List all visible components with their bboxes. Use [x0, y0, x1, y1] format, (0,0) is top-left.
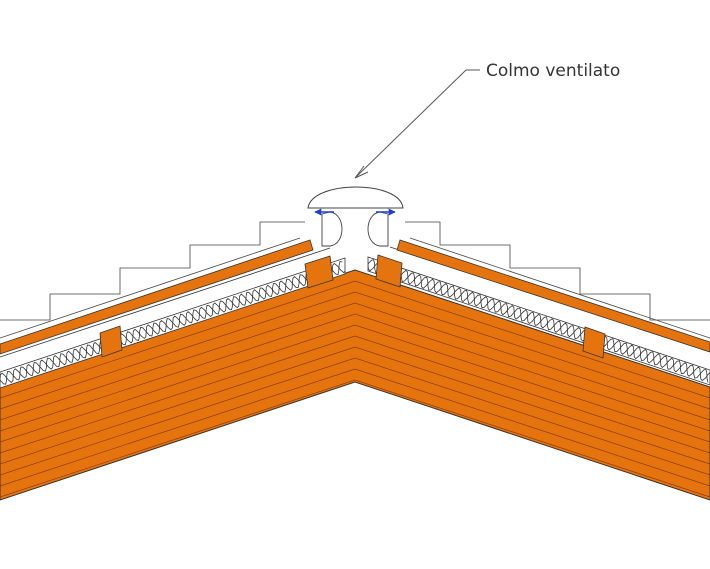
plank-line — [0, 335, 710, 454]
callout-label: Colmo ventilato — [486, 61, 620, 81]
plank-line — [0, 313, 710, 432]
callout-leader — [354, 69, 480, 179]
roof-tiles — [0, 221, 710, 339]
ridge-cap — [307, 186, 404, 247]
structural-deck — [0, 269, 710, 501]
plank-line — [0, 302, 710, 421]
counter-battens — [0, 239, 710, 355]
plank-line — [0, 280, 710, 399]
battens — [99, 254, 606, 359]
insulation-layer-left — [0, 257, 346, 389]
plank-line — [0, 291, 710, 410]
plank-line — [0, 368, 710, 487]
plank-line — [0, 357, 710, 476]
plank-line — [0, 324, 710, 443]
plank-line — [0, 379, 710, 498]
plank-line — [0, 346, 710, 465]
